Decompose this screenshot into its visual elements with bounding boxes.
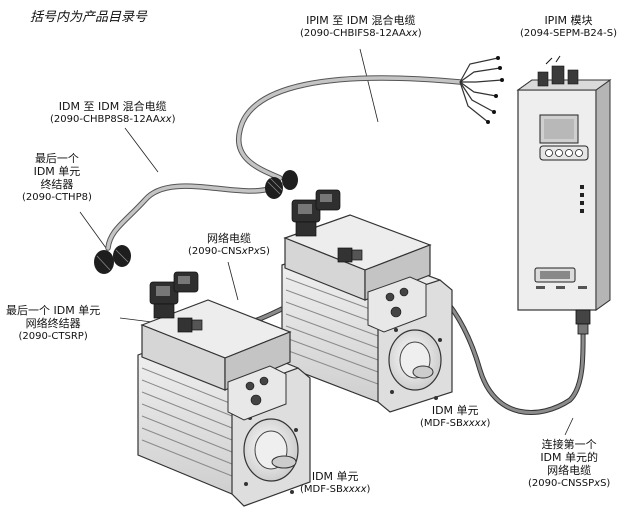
label-ipim-cable: IPIM 至 IDM 混合电缆 (2090-CHBIFS8-12AAxx) — [300, 14, 422, 39]
idm-unit-left — [94, 245, 311, 507]
label-network-cable: 网络电缆 (2090-CNSxPxS) — [188, 232, 270, 257]
ipim-hybrid-cable — [235, 75, 463, 181]
label-idm-cable: IDM 至 IDM 混合电缆 (2090-CHBP8S8-12AAxx) — [50, 100, 176, 125]
label-ipim-module: IPIM 模块 (2094-SEPM-B24-S) — [520, 14, 617, 39]
cable-flying-leads — [459, 57, 503, 123]
label-last-network-terminator: 最后一个 IDM 单元 网络终结器 (2090-CTSRP) — [6, 304, 101, 342]
ipim-module — [516, 55, 612, 335]
label-last-terminator: 最后一个 IDM 单元 终结器 (2090-CTHP8) — [22, 152, 92, 203]
label-idm-unit-left: IDM 单元 (MDF-SBxxxx) — [300, 470, 371, 495]
leader-lines — [79, 48, 574, 436]
label-first-network-cable: 连接第一个 IDM 单元的 网络电缆 (2090-CNSSPxS) — [528, 438, 611, 489]
catalog-note: 括号内为产品目录号 — [30, 10, 148, 25]
label-idm-unit-right: IDM 单元 (MDF-SBxxxx) — [420, 404, 491, 429]
idm-unit-right — [265, 170, 453, 413]
